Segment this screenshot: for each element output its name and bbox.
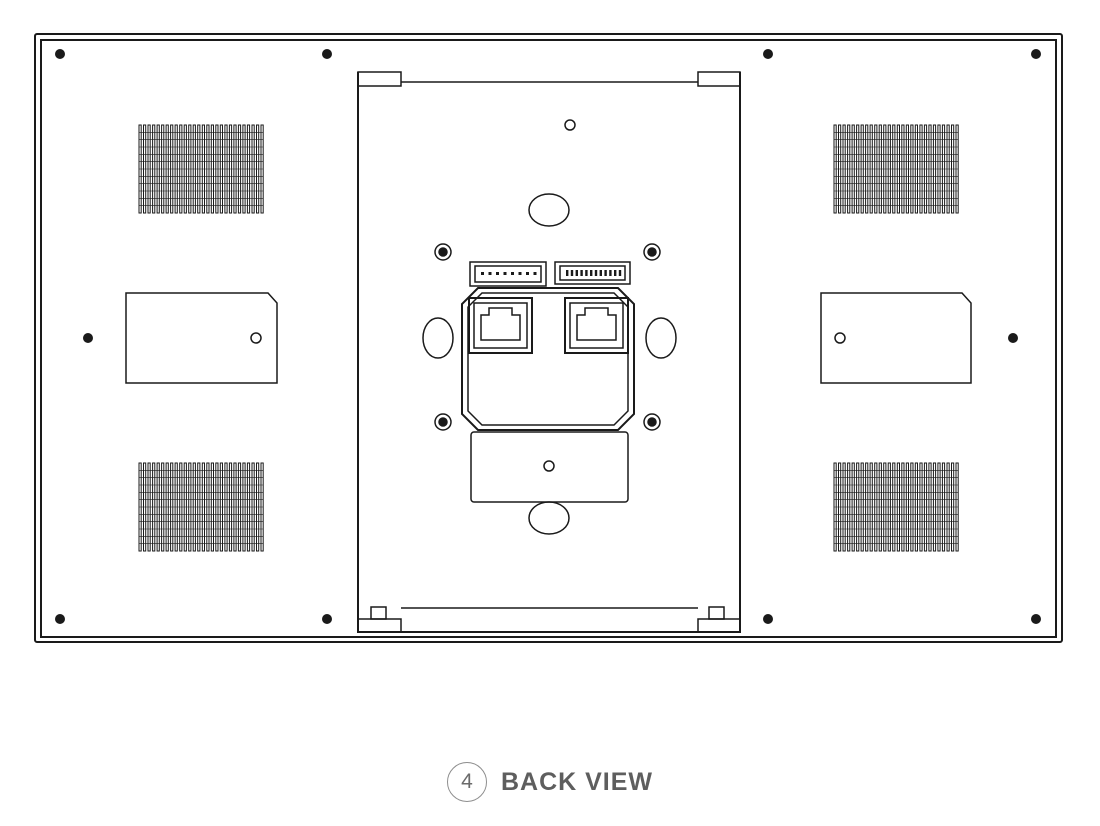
mounting-hole-icon xyxy=(645,317,677,359)
mounting-hole-icon xyxy=(564,119,576,131)
mounting-hole-icon xyxy=(250,332,262,344)
screw-icon xyxy=(1031,614,1041,624)
screw-icon xyxy=(643,413,661,431)
connector-pin xyxy=(511,272,514,275)
connector-pin xyxy=(585,270,588,276)
figure-title: BACK VIEW xyxy=(500,767,654,796)
screw-icon xyxy=(763,614,773,624)
plate-holes xyxy=(422,119,677,535)
screw-icon xyxy=(55,49,65,59)
connector-pin xyxy=(575,270,578,276)
cover-plate xyxy=(470,431,629,503)
connector-pin xyxy=(496,272,499,275)
screw-icon xyxy=(763,49,773,59)
rj45-port-icon xyxy=(468,297,533,354)
screw-icon xyxy=(1008,333,1018,343)
mounting-hole-icon xyxy=(528,501,570,535)
connector-pin xyxy=(533,272,537,275)
speaker-grille-icon xyxy=(833,124,959,214)
mounting-plate xyxy=(357,71,741,633)
speaker-grille-icon xyxy=(138,124,264,214)
connector-pin xyxy=(599,270,602,276)
connector-pin xyxy=(618,270,622,276)
connector-pin xyxy=(526,272,529,275)
screw-icon xyxy=(434,243,452,261)
back-view-drawing xyxy=(34,33,1063,643)
mounting-hole-icon xyxy=(834,332,846,344)
mounting-hole-icon xyxy=(543,460,555,472)
connector-pin xyxy=(518,272,522,275)
figure-caption: 4 BACK VIEW xyxy=(0,756,1100,808)
rj45-port-icon xyxy=(564,297,629,354)
speaker-grille-icon xyxy=(833,462,959,552)
connector-pin xyxy=(604,270,607,276)
label-plate-right xyxy=(820,292,972,384)
screw-icon xyxy=(1031,49,1041,59)
figure-number-badge: 4 xyxy=(446,762,487,802)
terminal-connector-icon xyxy=(469,261,547,287)
connector-pin xyxy=(566,270,569,276)
screw-icon xyxy=(322,49,332,59)
connector-pin xyxy=(580,270,583,276)
plate-screws xyxy=(434,243,661,431)
mounting-hole-icon xyxy=(422,317,454,359)
connector-pin xyxy=(481,272,484,275)
screws xyxy=(55,49,1041,624)
screw-icon xyxy=(434,413,452,431)
speaker-grille-icon xyxy=(138,462,264,552)
screw-icon xyxy=(643,243,661,261)
label-plate-left xyxy=(125,292,278,384)
connector-pin xyxy=(614,270,617,276)
connector-pin xyxy=(570,270,574,276)
screw-icon xyxy=(83,333,93,343)
device-housing xyxy=(34,33,1063,643)
connector-pin xyxy=(503,272,507,275)
connector-pin xyxy=(488,272,492,275)
mounting-hole-icon xyxy=(528,193,570,227)
terminal-connector-icon xyxy=(554,261,631,285)
screw-icon xyxy=(55,614,65,624)
connector-pin xyxy=(590,270,593,276)
screw-icon xyxy=(322,614,332,624)
connector-pin xyxy=(594,270,598,276)
connector-pin xyxy=(609,270,612,276)
